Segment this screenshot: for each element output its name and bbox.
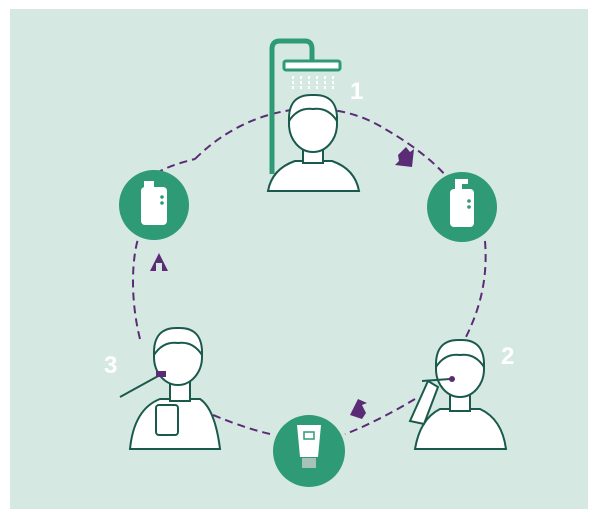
arrow-down-right-icon [395,147,414,167]
hygiene-cycle-diagram: 1 2 3 [10,9,588,509]
tube-badge-bottom [273,415,345,487]
razor-icon [120,375,160,397]
step-number: 3 [104,352,117,379]
diagram-panel: 1 2 3 [10,9,588,509]
arrow-up-icon [150,253,168,271]
person-showering: 1 [268,41,363,191]
step-number: 1 [350,78,363,105]
person-brushing-teeth: 2 [410,340,514,449]
step-number: 2 [501,343,514,370]
person-shaving: 3 [104,328,220,449]
arrow-down-left-icon [350,399,367,419]
pump-bottle-badge-left [119,170,189,240]
pump-bottle-icon [141,181,167,225]
soap-bottle-badge-right [427,172,497,242]
